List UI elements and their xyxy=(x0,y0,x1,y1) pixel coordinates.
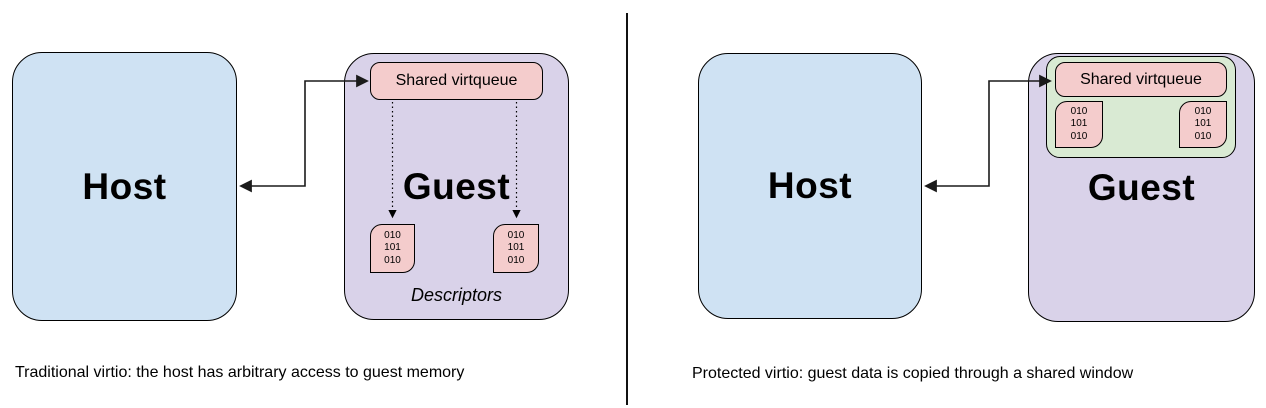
descriptor-box: 010 101 010 xyxy=(493,224,539,273)
host-label: Host xyxy=(767,165,853,206)
panel-caption: Traditional virtio: the host has arbitra… xyxy=(15,364,465,381)
shared-virtqueue-box: Shared virtqueue xyxy=(370,62,543,100)
guest-label: Guest xyxy=(1087,166,1196,208)
descriptor-bits-line: 101 xyxy=(1070,118,1088,130)
descriptor-box: 010 101 010 xyxy=(1179,101,1227,148)
shared-virtqueue-box: Shared virtqueue xyxy=(1055,62,1227,97)
guest-label: Guest xyxy=(402,165,511,207)
descriptor-bits-line: 010 xyxy=(384,254,401,266)
descriptor-bits-line: 101 xyxy=(1194,118,1212,130)
descriptor-box: 010 101 010 xyxy=(1055,101,1103,148)
host-box: Host xyxy=(698,53,922,319)
host-box: Host xyxy=(12,52,237,321)
descriptor-bits-line: 010 xyxy=(384,229,401,241)
descriptor-bits-line: 010 xyxy=(507,254,525,266)
descriptor-bits-line: 010 xyxy=(1070,105,1088,117)
panel-caption: Protected virtio: guest data is copied t… xyxy=(692,365,1134,382)
shared-virtqueue-label: Shared virtqueue xyxy=(1080,70,1202,88)
host-label: Host xyxy=(82,165,167,207)
descriptor-bits-line: 010 xyxy=(1070,130,1088,142)
descriptor-bits-line: 010 xyxy=(1194,130,1212,142)
panel-divider xyxy=(626,13,628,405)
descriptor-box: 010 101 010 xyxy=(370,224,415,273)
descriptor-bits-line: 010 xyxy=(507,229,525,241)
shared-virtqueue-label: Shared virtqueue xyxy=(395,72,518,89)
descriptor-bits-line: 010 xyxy=(1194,105,1212,117)
descriptor-bits-line: 101 xyxy=(384,242,401,254)
descriptor-bits-line: 101 xyxy=(507,242,525,254)
descriptors-label: Descriptors xyxy=(410,285,503,305)
